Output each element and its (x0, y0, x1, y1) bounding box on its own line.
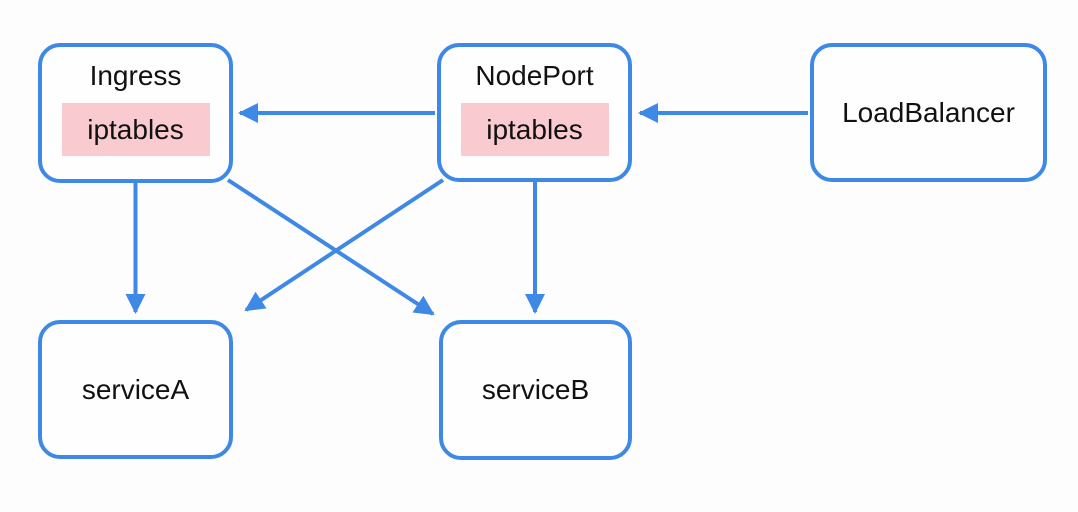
node-nodeport-badge: iptables (460, 103, 609, 156)
node-loadbalancer: LoadBalancer (810, 43, 1047, 182)
node-serviceb-label: serviceB (481, 374, 590, 405)
node-ingress-badge: iptables (61, 103, 210, 156)
node-servicea-label: serviceA (81, 373, 190, 405)
node-loadbalancer-label: LoadBalancer (842, 96, 1015, 128)
node-serviceb: serviceB (439, 320, 632, 460)
edge-nodeport-to-servicea (244, 178, 445, 312)
node-ingress: Ingress iptables (38, 43, 233, 183)
edge-ingress-to-serviceb (226, 178, 435, 316)
node-ingress-label: Ingress (89, 60, 182, 91)
node-nodeport-label: NodePort (475, 60, 594, 91)
node-servicea: serviceA (38, 320, 233, 459)
node-nodeport: NodePort iptables (437, 43, 632, 182)
